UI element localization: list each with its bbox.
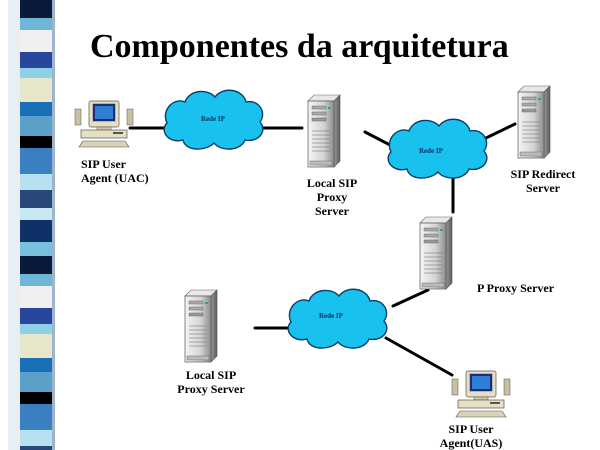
stripe-block: [20, 0, 52, 18]
cloud-2-label: Rede IP: [419, 147, 444, 155]
network-cloud-2: Rede IP: [387, 118, 488, 179]
stripe-block: [20, 18, 52, 30]
stripe-block: [20, 256, 52, 274]
stripe-block: [20, 78, 52, 102]
stripe-block: [20, 220, 52, 242]
decorative-stripe: [8, 0, 55, 450]
network-cloud-1: Rede IP: [163, 89, 264, 150]
desktop-computer-icon: [74, 100, 134, 148]
local-proxy-top-label: Local SIP Proxy Server: [306, 176, 358, 218]
stripe-block: [20, 358, 52, 372]
stripe-block: [20, 372, 52, 392]
redirect-server-label: SIP Redirect Server: [510, 167, 576, 195]
server-tower-icon: [184, 289, 218, 363]
cloud-3-label: Rede IP: [319, 312, 344, 320]
stripe-block: [20, 68, 52, 78]
stripe-block: [20, 308, 52, 324]
stripe-block: [20, 242, 52, 256]
stripe-rim: [52, 0, 55, 450]
server-tower-icon: [307, 94, 341, 168]
connector-lines: [128, 122, 517, 377]
stripe-edge: [8, 0, 20, 450]
uas-label: SIP User Agent(UAS): [439, 422, 503, 450]
uac-label: SIP User Agent (UAC): [81, 157, 149, 185]
link-proxy-top-cloud2: [363, 130, 394, 148]
stripe-block: [20, 286, 52, 308]
server-tower-icon: [419, 216, 453, 290]
stripe-block: [20, 136, 52, 148]
stripe-block: [20, 52, 52, 68]
stripe-block: [20, 116, 52, 136]
link-cloud3-uas: [384, 336, 454, 377]
stripe-block: [20, 392, 52, 404]
stripe-block: [20, 174, 52, 190]
stripe-block: [20, 404, 52, 430]
server-tower-icon: [517, 85, 551, 159]
cloud-1-label: Rede IP: [201, 115, 226, 123]
stripe-block: [20, 324, 52, 334]
link-pproxy-cloud3: [391, 288, 430, 308]
slide-title: Componentes da arquitetura: [90, 28, 509, 65]
link-cloud2-redirect: [484, 122, 517, 140]
stripe-block: [20, 274, 52, 286]
stripe-block: [20, 446, 52, 450]
stripe-block: [20, 334, 52, 358]
stripe-block: [20, 148, 52, 174]
stripe-block: [20, 430, 52, 446]
desktop-computer-icon: [451, 370, 511, 418]
network-cloud-3: Rede IP: [287, 288, 388, 349]
stripe-block: [20, 102, 52, 116]
stripe-block: [20, 208, 52, 220]
stripe-block: [20, 190, 52, 208]
local-proxy-bottom-label: Local SIP Proxy Server: [177, 368, 245, 396]
stripe-block: [20, 30, 52, 52]
p-proxy-server-label: P Proxy Server: [477, 281, 555, 295]
